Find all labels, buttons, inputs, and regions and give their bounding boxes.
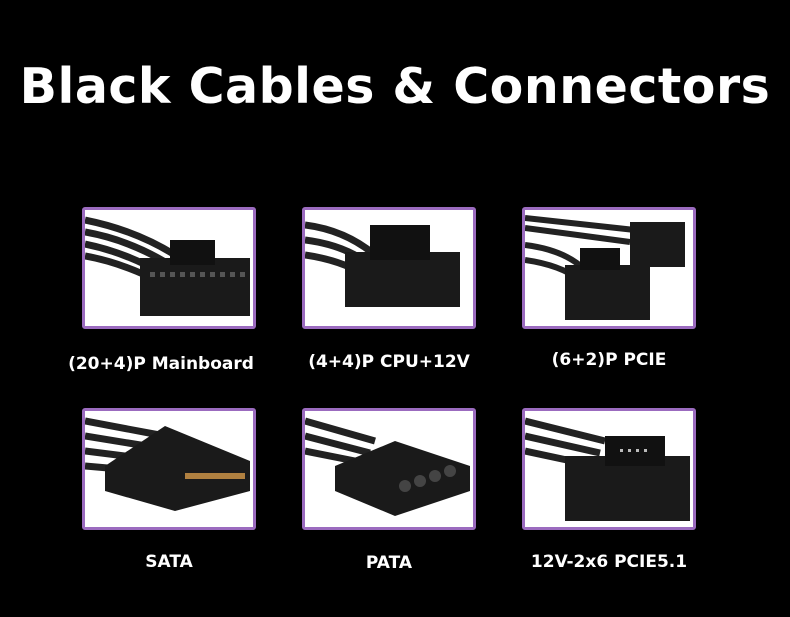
pcie-connector-image [522, 207, 696, 329]
sata-connector-image [82, 408, 256, 530]
page-title: Black Cables & Connectors [19, 58, 771, 115]
connector-label: PATA [365, 553, 413, 573]
connector-label: SATA [145, 552, 193, 572]
pata-connector-image [302, 408, 476, 530]
12v-2x6-connector-image [522, 408, 696, 530]
mainboard-connector-image [82, 207, 256, 329]
connector-label: 12V-2x6 PCIE5.1 [530, 552, 688, 572]
connector-label: (20+4)P Mainboard [68, 354, 254, 374]
connector-label: (4+4)P CPU+12V [308, 352, 470, 372]
cpu-connector-image [302, 207, 476, 329]
connector-label: (6+2)P PCIE [551, 350, 667, 370]
